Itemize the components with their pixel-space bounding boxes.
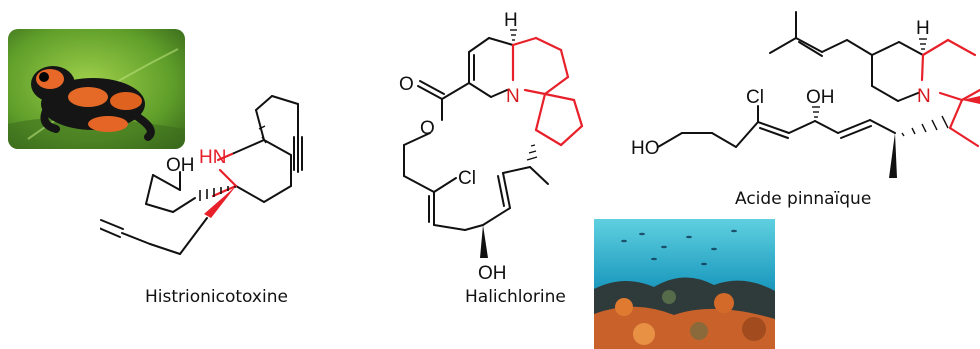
- cl-label: Cl: [458, 168, 476, 189]
- n-label: N: [917, 86, 931, 107]
- h-label: H: [504, 10, 518, 31]
- pinnaic-acid-structure: H N Cl OH HO: [631, 11, 980, 178]
- oh-label: OH: [166, 155, 195, 176]
- histrionicotoxin-caption: Histrionicotoxine: [145, 287, 288, 307]
- ester-o-label: O: [420, 118, 435, 139]
- ho-label: HO: [631, 138, 660, 159]
- nh-label: HN: [199, 147, 226, 168]
- oh-label: OH: [478, 263, 507, 284]
- carbonyl-o-label: O: [399, 74, 414, 95]
- coral-reef-icon: [594, 219, 775, 349]
- h-label: H: [916, 18, 930, 39]
- cl-label: Cl: [746, 87, 764, 108]
- frog-photo: [8, 29, 185, 149]
- frog-icon: [8, 29, 185, 149]
- n-label: N: [506, 86, 520, 107]
- histrionicotoxin-structure: HN OH: [100, 95, 303, 255]
- oh-label: OH: [806, 87, 835, 108]
- halichlorine-structure: H N O O Cl OH: [399, 10, 584, 284]
- pinnaic-acid-caption: Acide pinnaïque: [735, 189, 872, 209]
- reef-photo: [594, 219, 775, 349]
- halichlorine-caption: Halichlorine: [465, 287, 566, 307]
